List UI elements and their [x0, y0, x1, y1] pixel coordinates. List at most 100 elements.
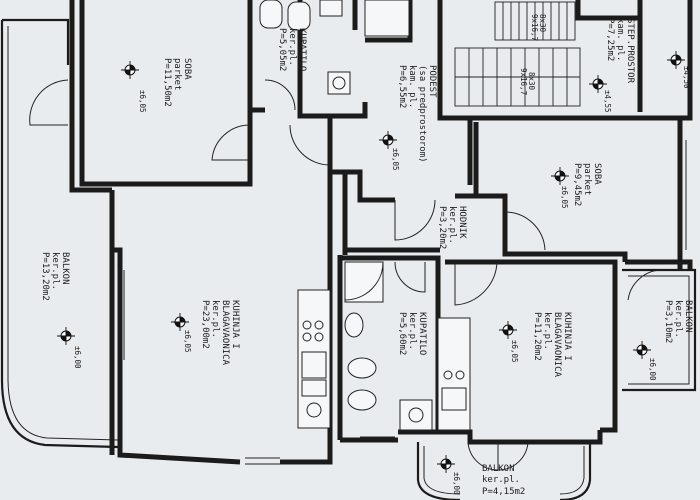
level-soba-left: ±6,05 [138, 90, 147, 113]
toilet-top [259, 0, 283, 29]
soba-left-wall [69, 0, 112, 193]
level-far-right: ±4,50 [682, 66, 691, 89]
washbasin-mid [344, 312, 364, 338]
stair-lower-count: 9x16,7 [519, 68, 528, 95]
stair-lower-tread: 8x30 [527, 72, 536, 91]
toilet-mid [347, 357, 377, 379]
room-floor: ker.pl. [673, 300, 683, 338]
level-marker-balkon-bottom [437, 455, 455, 473]
washing-machine-top [327, 71, 351, 95]
room-area: P=11,50m2 [162, 58, 172, 107]
door-balkon-soba [29, 79, 69, 126]
room-area: P=3,20m2 [437, 206, 447, 249]
label-soba-left: SOBA parket P=11,50m2 [162, 58, 192, 107]
level-balkon-left: ±6,00 [73, 346, 82, 369]
level-balkon-bottom: ±6,00 [452, 472, 461, 495]
door-soba-right [504, 211, 546, 251]
doors [29, 79, 666, 471]
washing-machine-mid [399, 399, 433, 431]
level-marker-step-prostor [589, 75, 607, 93]
label-balkon-left: BALKON ker.pl. P=13,20m2 [40, 252, 70, 301]
room-sub: (sa predprostorom) [417, 65, 427, 163]
room-floor: ker.pl. [447, 206, 457, 244]
room-name: SOBA [592, 163, 602, 185]
room-area: P=7,25m2 [605, 18, 615, 61]
room-sub: BLAGAVAONICA [220, 300, 230, 366]
room-name: SOBA [182, 58, 192, 80]
level-soba-right: ±6,05 [560, 186, 569, 209]
shower-top [364, 0, 410, 37]
room-area: P=3,10m2 [663, 300, 673, 343]
level-marker-far-right [667, 51, 685, 69]
door-kupatilo-top [264, 79, 296, 111]
label-hodnik: HODNIK ker.pl. P=3,20m2 [437, 206, 467, 249]
level-marker-soba-left [121, 61, 139, 79]
windows [71, 125, 687, 465]
room-floor: ker.pl. [542, 312, 552, 350]
room-floor: ker.pl. [407, 312, 417, 350]
room-floor: parket [582, 163, 592, 196]
room-floor: ker.pl. [50, 252, 60, 290]
room-area: P=11,20m2 [532, 312, 542, 361]
label-kuhinja-right: KUHINJA I BLAGAVAONICA ker.pl. P=11,20m2 [532, 312, 572, 378]
level-marker-balkon-left [57, 327, 75, 345]
level-podest: ±6,05 [391, 148, 400, 171]
stairs-upper [494, 1, 576, 41]
room-name: KUPATILO [417, 312, 427, 355]
room-name: BALKON [60, 252, 70, 285]
bidet-top [287, 1, 311, 31]
room-area: P=5,05m2 [277, 28, 287, 71]
room-floor: kam. pl. [615, 18, 625, 61]
room-name: PODEST [427, 65, 437, 98]
door-balkon-right [627, 269, 666, 301]
room-area: P=23,00m2 [200, 300, 210, 349]
room-floor: ker.pl. [482, 475, 520, 485]
room-name: BALKON [482, 464, 515, 474]
level-marker-podest [379, 131, 397, 149]
stair-upper-tread: 8x30 [538, 14, 547, 33]
label-step-prostor: STEP.PROSTOR kam. pl. P=7,25m2 [605, 18, 635, 84]
level-kuhinja-right: ±6,05 [510, 340, 519, 363]
room-name: KUPATILO [297, 28, 307, 71]
kitchen-counter-right [437, 317, 471, 431]
room-name: STEP.PROSTOR [625, 18, 635, 84]
level-kuhinja-left: ±6,05 [183, 330, 192, 353]
label-podest: PODEST (sa predprostorom) kam. pl. P=6,5… [397, 65, 437, 163]
level-marker-kuhinja-right [499, 321, 517, 339]
fixtures [259, 0, 471, 431]
level-step-prostor: ±4,55 [603, 90, 612, 113]
door-kuhinja [289, 124, 331, 166]
label-soba-right: SOBA parket P=9,45m2 [572, 163, 602, 206]
balkon-left-outline [0, 18, 119, 449]
door-soba-left [211, 124, 251, 161]
door-balkon-bottom [467, 441, 529, 471]
door-hodnik [394, 199, 436, 241]
kitchen-counter-left [297, 289, 331, 429]
room-area: P=6,55m2 [397, 65, 407, 108]
room-area: P=5,60m2 [397, 312, 407, 355]
label-balkon-right: BALKON ker.pl. P=3,10m2 [663, 300, 693, 343]
room-sub: BLAGAVAONICA [552, 312, 562, 378]
washbasin-top [319, 0, 343, 17]
label-kupatilo-mid: KUPATILO ker.pl. P=5,60m2 [397, 312, 427, 355]
level-markers [57, 51, 685, 473]
level-marker-balkon-right [633, 341, 651, 359]
label-kuhinja-left: KUHINJA I BLAGAVAONICA ker.pl. P=23,00m2 [200, 300, 240, 366]
level-marker-soba-right [551, 167, 569, 185]
room-name: BALKON [683, 300, 693, 333]
room-area: P=4,15m2 [482, 487, 525, 497]
room-name: KUHINJA I [562, 312, 572, 361]
level-balkon-right: ±6,00 [648, 358, 657, 381]
bidet-mid [347, 389, 377, 411]
level-marker-kuhinja-left [171, 313, 189, 331]
room-area: P=9,45m2 [572, 163, 582, 206]
door-kuhinja-right [454, 261, 498, 306]
room-floor: ker.pl. [287, 28, 297, 66]
room-area: P=13,20m2 [40, 252, 50, 301]
room-name: KUHINJA I [230, 300, 240, 349]
room-floor: kam. pl. [407, 65, 417, 108]
room-floor: parket [172, 58, 182, 91]
room-name: HODNIK [457, 206, 467, 239]
